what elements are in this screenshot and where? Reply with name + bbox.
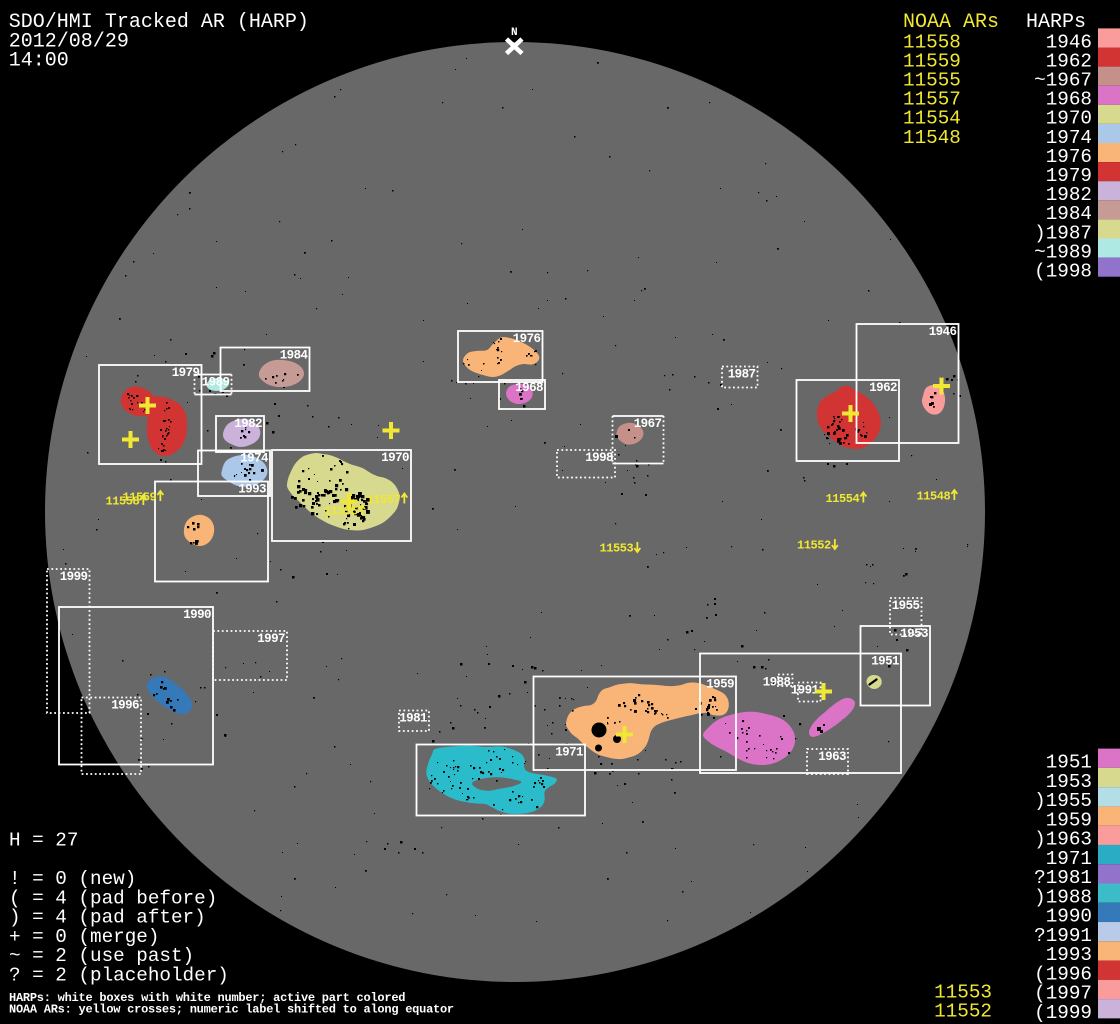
- svg-text:1979: 1979: [1046, 165, 1092, 187]
- svg-text:1962: 1962: [869, 381, 897, 395]
- svg-text:11553: 11553: [934, 982, 992, 1004]
- svg-text:1946: 1946: [929, 325, 957, 339]
- svg-text:?1991: ?1991: [1034, 925, 1092, 947]
- svg-text:11553: 11553: [600, 542, 634, 556]
- svg-text:)1955: )1955: [1034, 790, 1092, 812]
- svg-text:(1998: (1998: [1034, 261, 1092, 283]
- svg-text:1968: 1968: [515, 381, 543, 395]
- svg-text:11548: 11548: [903, 127, 961, 149]
- svg-text:1988: 1988: [763, 676, 791, 690]
- svg-text:11548: 11548: [917, 490, 951, 504]
- svg-text:(1997: (1997: [1034, 983, 1092, 1005]
- svg-text:1967: 1967: [634, 417, 662, 431]
- svg-text:)1988: )1988: [1034, 886, 1092, 908]
- svg-text:1981: 1981: [399, 712, 427, 726]
- svg-text:1974: 1974: [1046, 127, 1092, 149]
- svg-text:1968: 1968: [1046, 89, 1092, 111]
- svg-text:11554: 11554: [903, 108, 961, 130]
- svg-text:11557: 11557: [367, 493, 401, 507]
- svg-text:11552: 11552: [934, 1001, 992, 1023]
- svg-text:1959: 1959: [1046, 809, 1092, 831]
- svg-text:1946: 1946: [1046, 31, 1092, 53]
- svg-text:11554: 11554: [826, 492, 860, 506]
- svg-text:( = 4 (pad before): ( = 4 (pad before): [9, 887, 217, 909]
- svg-text:! = 0 (new): ! = 0 (new): [9, 868, 136, 890]
- svg-text:11555: 11555: [324, 505, 358, 519]
- svg-text:1953: 1953: [900, 627, 928, 641]
- svg-text:14:00: 14:00: [9, 50, 69, 73]
- svg-text:1987: 1987: [728, 368, 756, 382]
- svg-text:+ = 0 (merge): + = 0 (merge): [9, 926, 159, 948]
- svg-text:SDO/HMI Tracked AR (HARP): SDO/HMI Tracked AR (HARP): [9, 11, 309, 34]
- svg-text:1971: 1971: [1046, 848, 1092, 870]
- svg-text:~1967: ~1967: [1034, 70, 1092, 92]
- svg-text:1993: 1993: [1046, 944, 1092, 966]
- svg-text:~1989: ~1989: [1034, 241, 1092, 263]
- svg-text:1959: 1959: [706, 678, 734, 692]
- svg-text:1982: 1982: [1046, 184, 1092, 206]
- svg-text:1979: 1979: [172, 366, 200, 380]
- svg-text:11559: 11559: [903, 50, 961, 72]
- svg-text:1976: 1976: [513, 332, 541, 346]
- svg-text:N: N: [511, 27, 518, 39]
- svg-text:? = 2 (placeholder): ? = 2 (placeholder): [9, 964, 229, 986]
- svg-text:11558: 11558: [106, 495, 140, 509]
- svg-text:11555: 11555: [903, 70, 961, 92]
- svg-text:1984: 1984: [280, 349, 309, 363]
- svg-text:1993: 1993: [238, 483, 266, 497]
- svg-text:1990: 1990: [1046, 906, 1092, 928]
- svg-text:1976: 1976: [1046, 146, 1092, 168]
- svg-text:HARPs: HARPs: [1026, 11, 1086, 34]
- svg-text:1984: 1984: [1046, 203, 1092, 225]
- svg-text:1991: 1991: [791, 684, 819, 698]
- svg-text:1962: 1962: [1046, 50, 1092, 72]
- svg-text:)1987: )1987: [1034, 222, 1092, 244]
- svg-text:1982: 1982: [234, 417, 262, 431]
- svg-text:1970: 1970: [1046, 108, 1092, 130]
- svg-text:1999: 1999: [60, 570, 88, 584]
- svg-text:1953: 1953: [1046, 771, 1092, 793]
- svg-text:?1981: ?1981: [1034, 867, 1092, 889]
- svg-text:1951: 1951: [1046, 752, 1092, 774]
- svg-text:1974: 1974: [240, 452, 269, 466]
- svg-text:1970: 1970: [381, 451, 409, 465]
- svg-text:HARPs: white boxes with white: HARPs: white boxes with white number; ac…: [9, 991, 405, 1005]
- svg-text:2012/08/29: 2012/08/29: [9, 30, 129, 53]
- svg-text:1963: 1963: [818, 750, 846, 764]
- svg-text:1996: 1996: [111, 699, 139, 713]
- svg-text:11558: 11558: [903, 31, 961, 53]
- svg-text:)1963: )1963: [1034, 829, 1092, 851]
- svg-text:1998: 1998: [585, 451, 613, 465]
- svg-text:1990: 1990: [183, 608, 211, 622]
- svg-text:11559: 11559: [123, 491, 157, 505]
- svg-text:1989: 1989: [202, 376, 230, 390]
- svg-text:11552: 11552: [797, 539, 831, 553]
- svg-text:) = 4 (pad after): ) = 4 (pad after): [9, 907, 206, 929]
- svg-text:NOAA ARs: yellow crosses; nume: NOAA ARs: yellow crosses; numeric label …: [9, 1003, 454, 1017]
- svg-text:H = 27: H = 27: [9, 830, 78, 852]
- svg-text:1951: 1951: [871, 655, 899, 669]
- svg-text:NOAA ARs: NOAA ARs: [903, 11, 999, 34]
- svg-text:(1996: (1996: [1034, 963, 1092, 985]
- svg-text:1997: 1997: [257, 632, 285, 646]
- svg-text:11557: 11557: [903, 89, 961, 111]
- svg-text:1955: 1955: [892, 599, 920, 613]
- svg-text:~ = 2 (use past): ~ = 2 (use past): [9, 945, 194, 967]
- svg-text:1971: 1971: [555, 746, 583, 760]
- svg-text:(1999: (1999: [1034, 1002, 1092, 1024]
